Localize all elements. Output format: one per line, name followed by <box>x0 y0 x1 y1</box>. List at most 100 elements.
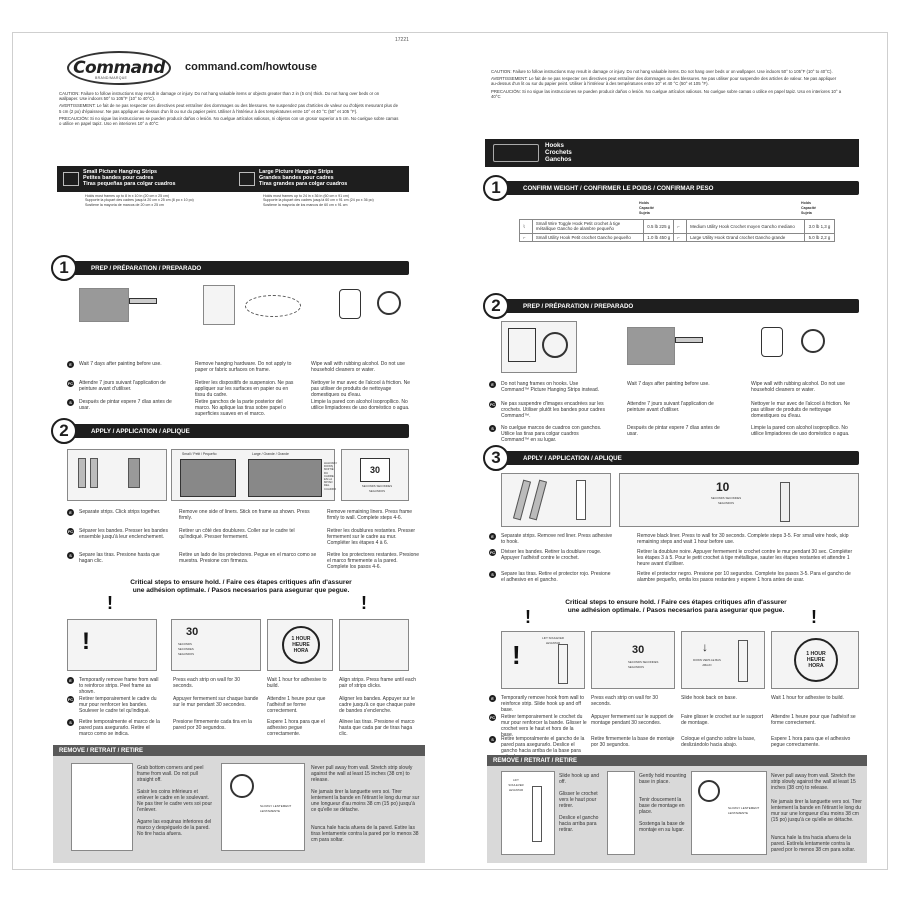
text-en: Remove remaining liners. Press frame fir… <box>327 509 413 521</box>
remove-bar: REMOVE / RETRAIT / RETIRE <box>53 745 425 756</box>
remove-col-2: Never pull away from wall. Stretch strip… <box>311 765 421 843</box>
large-note-en: Holds most frames up to 24 in x 36 in (6… <box>263 194 350 198</box>
howtouse-url[interactable]: command.com/howtouse <box>185 61 318 73</box>
warnings-block: CAUTION: Failure to follow instructions … <box>59 91 399 128</box>
text-fr: Retirer temporairement le crochet du mur… <box>501 714 587 738</box>
product-code: 17221 <box>395 37 409 43</box>
seconds-10-text: 10 <box>716 480 730 494</box>
text-en: Wait 1 hour for adhesive to build. <box>267 677 327 689</box>
press-strip-illustration: 30 SECONDS SECONDES SEGUNDOS <box>171 619 261 671</box>
text-es: Limpie la pared con alcohol isopropílico… <box>751 425 850 437</box>
logo-text: Command <box>73 58 165 78</box>
clicked-strips-icon <box>128 458 140 488</box>
hook-weight: 5.0 lb 2,2 g <box>803 232 836 243</box>
text-en: Never pull away from wall. Stretch strip… <box>311 765 413 783</box>
hook-icon <box>738 640 748 682</box>
text-es: No cuelgue marcos de cuadros con ganchos… <box>501 425 602 443</box>
text-fr: Retirer temporairement le cadre du mur p… <box>79 696 157 714</box>
large-note-fr: Supporte la plupart des cadres jusqu'à 6… <box>263 198 374 203</box>
step7-col: Align strips. Press frame until each pai… <box>339 677 419 737</box>
alcohol-wipe-icon <box>339 289 361 319</box>
lift-hook-illustration: LIFT SOULEVER LEVANTAR <box>501 771 555 855</box>
lang-en-badge: E <box>489 533 496 540</box>
small-note-fr: Supporte la plupart des cadres jusqu'à 2… <box>85 198 194 203</box>
down-label: DOWN VERS LE BAS ABAJO <box>693 658 721 668</box>
lang-es-badge: S <box>489 736 496 743</box>
step2-col-2: Remove one side of liners. Stick on fram… <box>179 509 319 564</box>
seconds-30-text: 30 <box>632 644 645 656</box>
text-fr: Ne jamais tirer la languette vers soi. T… <box>771 799 862 823</box>
lang-en-badge: E <box>67 361 74 368</box>
exclamation-icon: ! <box>107 593 113 613</box>
exclamation-icon: ! <box>811 607 817 627</box>
text-en: Wipe wall with rubbing alcohol. Do not u… <box>311 361 405 373</box>
step2-col-3: Remove remaining liners. Press frame fir… <box>327 509 419 570</box>
exclamation-icon: ! <box>525 607 531 627</box>
small-title-es: Tiras pequeñas para colgar cuadros <box>83 181 176 188</box>
text-en: Slide hook back on base. <box>681 695 737 701</box>
text-en: Gently hold mounting base in place. <box>639 773 687 785</box>
hook-name: Large Utility Hook Grand crochet Gancho … <box>686 232 805 243</box>
step5-col: Press each strip on wall for 30 seconds.… <box>173 677 259 731</box>
lang-en-badge: E <box>489 695 496 702</box>
text-fr: Nettoyer le mur avec de l'alcool à frict… <box>311 380 411 398</box>
text-es: Espere 1 hora para que el adhesivo pegue… <box>771 736 851 748</box>
critical-steps-note: Critical steps to ensure hold. / Faire c… <box>491 599 861 614</box>
hook-weight: 1.0 lb 450 g <box>643 232 675 243</box>
text-es: Presione firmemente cada tira en la pare… <box>173 719 252 731</box>
hook-name: Small Utility Hook Petit crochet Gancho … <box>531 232 645 243</box>
lift-hook-illustration: ! LIFT SOULEVER LEVANTAR <box>501 631 585 689</box>
large-frame-label: Large / Grande / Grande <box>252 452 289 456</box>
small-wire-hook-icon: ⌇ <box>519 219 533 234</box>
text-en: Wait 1 hour for adhesive to build. <box>771 695 844 701</box>
text-en: Slide hook up and off. <box>559 773 600 785</box>
text-es: Separe las tiras. Retire el protector ro… <box>501 571 611 583</box>
step1-col-3: Wipe wall with rubbing alcohol. Do not u… <box>311 361 415 411</box>
text-en: Press each strip on wall for 30 seconds. <box>173 677 240 689</box>
text-en: Wipe wall with rubbing alcohol. Do not u… <box>751 381 845 393</box>
text-es: Sostenga la base de montaje en su lugar. <box>639 821 685 833</box>
no-icon <box>542 332 568 358</box>
wait-hour-illustration: 1 HOUR HEURE HORA <box>267 619 333 671</box>
small-frame-icon <box>180 459 236 497</box>
small-note-en: Holds most frames up to 8 in x 10 in (20… <box>85 194 170 198</box>
text-en: Never pull away from wall. Stretch the s… <box>771 773 856 791</box>
stretch-strip-illustration: SLOWLY LENTEMENT LENTAMENTE <box>221 763 305 851</box>
strip-icon <box>512 479 532 521</box>
text-fr: Ne pas suspendre d'images encadrées sur … <box>501 401 605 419</box>
text-es: Retire un lado de los protectores. Pegue… <box>179 552 317 564</box>
lang-es-badge: S <box>67 552 74 559</box>
large-strips-icon <box>239 172 255 186</box>
seconds-label: SECONDS SECONDES SEGUNDOS <box>628 660 659 670</box>
remove-col-1: Slide hook up and off. Glisser le croche… <box>559 773 605 833</box>
press-frame-illustration: 30 SECONDS SECONDES SEGUNDOS <box>341 449 409 501</box>
text-fr: Attendre 7 jours suivant l'application d… <box>79 380 166 392</box>
hooks-title: Hooks Crochets Ganchos <box>545 142 572 163</box>
text-fr: Diviser les bandes. Retirer la doublure … <box>501 549 602 561</box>
press-base-illustration: 30 SECONDS SECONDES SEGUNDOS <box>591 631 675 689</box>
step6-col: Slide hook back on base. Faire glisser l… <box>681 695 767 748</box>
large-note-es: Sostiene la mayoría de los marcos de 60 … <box>263 202 348 207</box>
exclamation-icon: ! <box>512 640 521 670</box>
clock-icon: 1 HOUR HEURE HORA <box>794 638 838 682</box>
step2-col-2: Wait 7 days after painting before use. A… <box>627 381 731 437</box>
text-es: Coloque el gancho sobre la base, deslizá… <box>681 736 756 748</box>
no-pull-icon <box>230 774 254 798</box>
text-es: Después de pintar espere 7 días antes de… <box>79 399 172 411</box>
text-fr: Ne jamais tirer la languette vers soi. T… <box>311 789 420 813</box>
step6-col: Wait 1 hour for adhesive to build. Atten… <box>267 677 333 737</box>
hook-icon <box>532 786 542 842</box>
text-fr: Glisser le crochet vers le haut pour ret… <box>559 791 598 809</box>
lift-label: LIFT SOULEVER LEVANTAR <box>508 778 524 793</box>
strip-icon <box>528 479 548 521</box>
small-notes: Holds most frames up to 8 in x 10 in (20… <box>85 194 245 207</box>
step2-col-1: Separate strips. Click strips together. … <box>79 509 171 564</box>
text-fr: Retirer un côté des doublures. Coller su… <box>179 528 295 540</box>
text-fr: Attendre 1 heure pour que l'adhésif se f… <box>771 714 856 726</box>
remove-bar: REMOVE / RETRAIT / RETIRE <box>487 755 867 766</box>
lang-es-badge: S <box>489 425 496 432</box>
seconds-30-text: 30 <box>186 626 199 638</box>
step1-number: 1 <box>483 175 509 201</box>
lang-fr-badge: FC <box>67 528 74 535</box>
strip-icon <box>78 458 86 488</box>
